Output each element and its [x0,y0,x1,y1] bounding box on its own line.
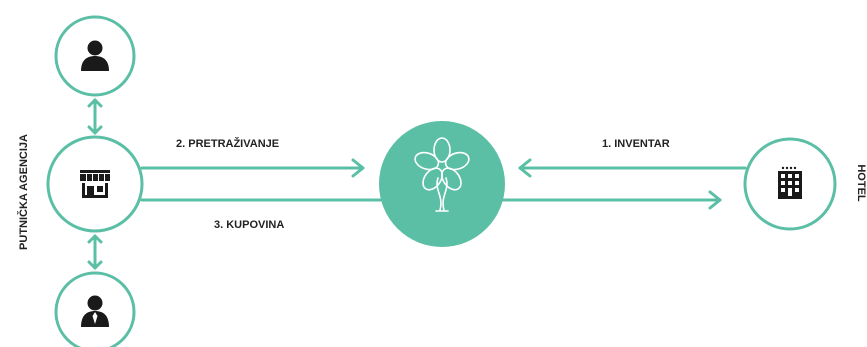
hotel-label: HOTEL [855,164,867,202]
person-icon [81,40,109,71]
tree-logo-icon [414,137,470,212]
businessman-icon [81,295,109,327]
search-label: 2. PRETRAŽIVANJE [176,137,279,150]
hotel-building-icon [778,166,802,199]
distribution-arrow [501,190,722,210]
agency-node[interactable] [46,135,144,233]
purchase-label: 3. KUPOVINA [214,219,284,231]
inventory-label: 1. INVENTAR [602,138,670,150]
top-user-node[interactable] [54,15,136,97]
inventory-arrow [518,158,747,178]
hotel-node[interactable] [743,137,837,231]
bottom-user-connector [87,234,103,270]
top-user-connector [87,98,103,135]
travel-agency-label: PUTNIČKA AGENCIJA [17,134,30,250]
storefront-icon [80,170,110,198]
search-arrow [140,158,365,178]
bottom-user-node[interactable] [54,271,136,347]
hub-node[interactable] [379,121,505,247]
